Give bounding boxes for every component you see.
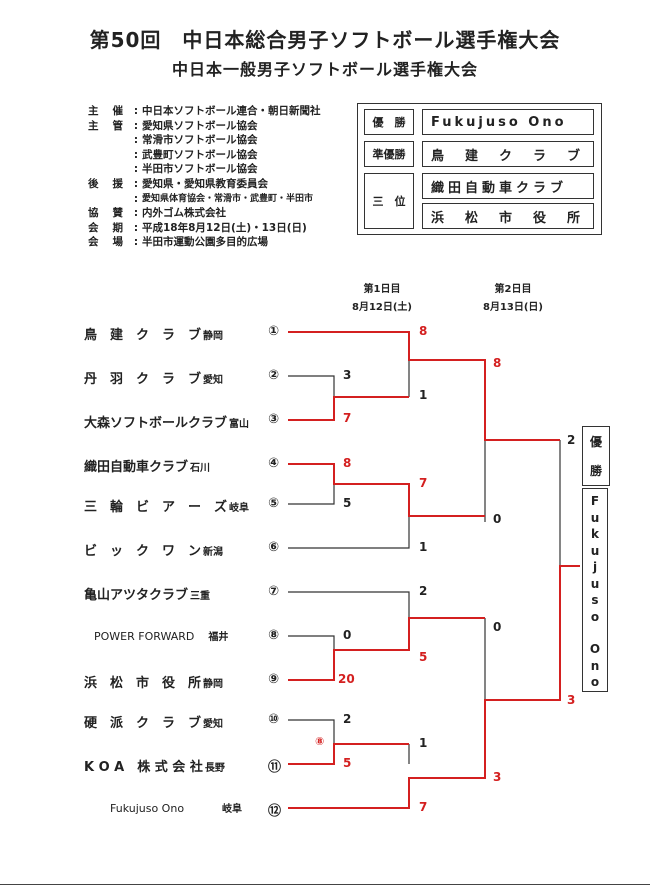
score: 2 <box>419 584 428 598</box>
team-seed: ⑫ <box>268 804 282 819</box>
team-seed: ② <box>268 368 280 383</box>
info-row: :愛知県体育協会・常滑市・武豊町・半田市 <box>133 192 314 205</box>
day1-label: 第1日目 <box>363 284 401 295</box>
score: 5 <box>343 496 352 510</box>
third-name-2: 浜 松 市 役 所 <box>422 203 594 229</box>
team-seed: ⑥ <box>268 540 280 555</box>
team-row: 亀山アツタクラブ三重 <box>84 588 211 603</box>
info-row: 主管:愛知県ソフトボール協会 <box>88 119 258 132</box>
score: 5 <box>343 756 352 770</box>
team-seed: ⑨ <box>268 672 280 687</box>
score: 3 <box>567 693 576 707</box>
team-row: 硬 派 ク ラ ブ愛知 <box>84 716 224 731</box>
info-row: 会場:半田市運動公園多目的広場 <box>88 236 268 249</box>
team-row: 鳥 建 ク ラ ブ静岡 <box>84 328 224 343</box>
team-seed: ④ <box>268 456 280 471</box>
team-row: 三 輪 ビ ア ー ズ岐阜 <box>84 500 250 515</box>
team-row: 丹 羽 ク ラ ブ愛知 <box>84 372 224 387</box>
team-row: 浜 松 市 役 所静岡 <box>84 676 224 691</box>
score: 2 <box>567 433 576 447</box>
champion-label: 優 勝 <box>364 109 414 135</box>
tournament-title: 第50回 中日本総合男子ソフトボール選手権大会 <box>89 28 561 52</box>
team-seed: ⑦ <box>268 584 280 599</box>
score: 3 <box>343 368 352 382</box>
score: 1 <box>419 736 428 750</box>
third-label: 三 位 <box>364 173 414 229</box>
team-row: 織田自動車クラブ石川 <box>84 460 211 475</box>
day2-date: 8月13日(日) <box>482 302 543 313</box>
score: 0 <box>343 628 352 642</box>
score: 5 <box>419 650 428 664</box>
score: 8 <box>343 456 352 470</box>
champion-vertical-name: F u k u j u s o O n o <box>582 488 608 692</box>
day2-label: 第2日目 <box>494 284 532 295</box>
team-row: ビ ッ ク ワ ン新潟 <box>84 544 224 559</box>
score-note: ⑧ <box>315 735 325 748</box>
score: 0 <box>493 620 502 634</box>
score: 7 <box>419 476 428 490</box>
champion-name: Fukujuso Ono <box>422 109 594 135</box>
results-box: 優 勝 Fukujuso Ono 準優勝 鳥 建 ク ラ ブ 三 位 織田自動車… <box>357 103 602 235</box>
team-seed: ⑪ <box>268 760 282 775</box>
organizer-info: 主催:中日本ソフトボール連合・朝日新聞社 主管:愛知県ソフトボール協会 :常滑市… <box>88 104 321 250</box>
champion-vertical-label: 優 勝 <box>582 426 610 486</box>
runner-up-label: 準優勝 <box>364 141 414 167</box>
info-row: :武豊町ソフトボール協会 <box>133 148 258 161</box>
info-row: :半田市ソフトボール協会 <box>133 163 258 176</box>
team-row: K O A 株 式 会 社長野 <box>84 760 225 775</box>
score: 3 <box>493 770 502 784</box>
score: 1 <box>419 388 428 402</box>
tournament-subtitle: 中日本一般男子ソフトボール選手権大会 <box>171 60 478 79</box>
team-seed: ⑤ <box>268 496 280 511</box>
info-row: 後援:愛知県・愛知県教育委員会 <box>88 177 268 190</box>
score: 20 <box>338 672 355 686</box>
info-row: 協賛:内外ゴム株式会社 <box>88 207 226 220</box>
team-seed: ① <box>268 324 280 339</box>
team-seed: ⑩ <box>268 712 280 727</box>
runner-up-name: 鳥 建 ク ラ ブ <box>422 141 594 167</box>
score: 8 <box>493 356 502 370</box>
team-seed: ⑧ <box>268 628 280 643</box>
team-row: 大森ソフトボールクラブ富山 <box>84 416 250 431</box>
score: 7 <box>419 800 428 814</box>
info-row: 会期:平成18年8月12日(土)・13日(日) <box>88 221 307 234</box>
score: 2 <box>343 712 352 726</box>
score: 7 <box>343 411 352 425</box>
footer-divider <box>0 884 650 885</box>
info-row: 主催:中日本ソフトボール連合・朝日新聞社 <box>88 105 321 117</box>
third-name-1: 織田自動車クラブ <box>422 173 594 199</box>
score: 8 <box>419 324 428 338</box>
info-row: :常滑市ソフトボール協会 <box>133 134 258 147</box>
day1-date: 8月12日(土) <box>351 302 412 313</box>
team-seed: ③ <box>268 412 280 427</box>
score: 0 <box>493 512 502 526</box>
score: 1 <box>419 540 428 554</box>
